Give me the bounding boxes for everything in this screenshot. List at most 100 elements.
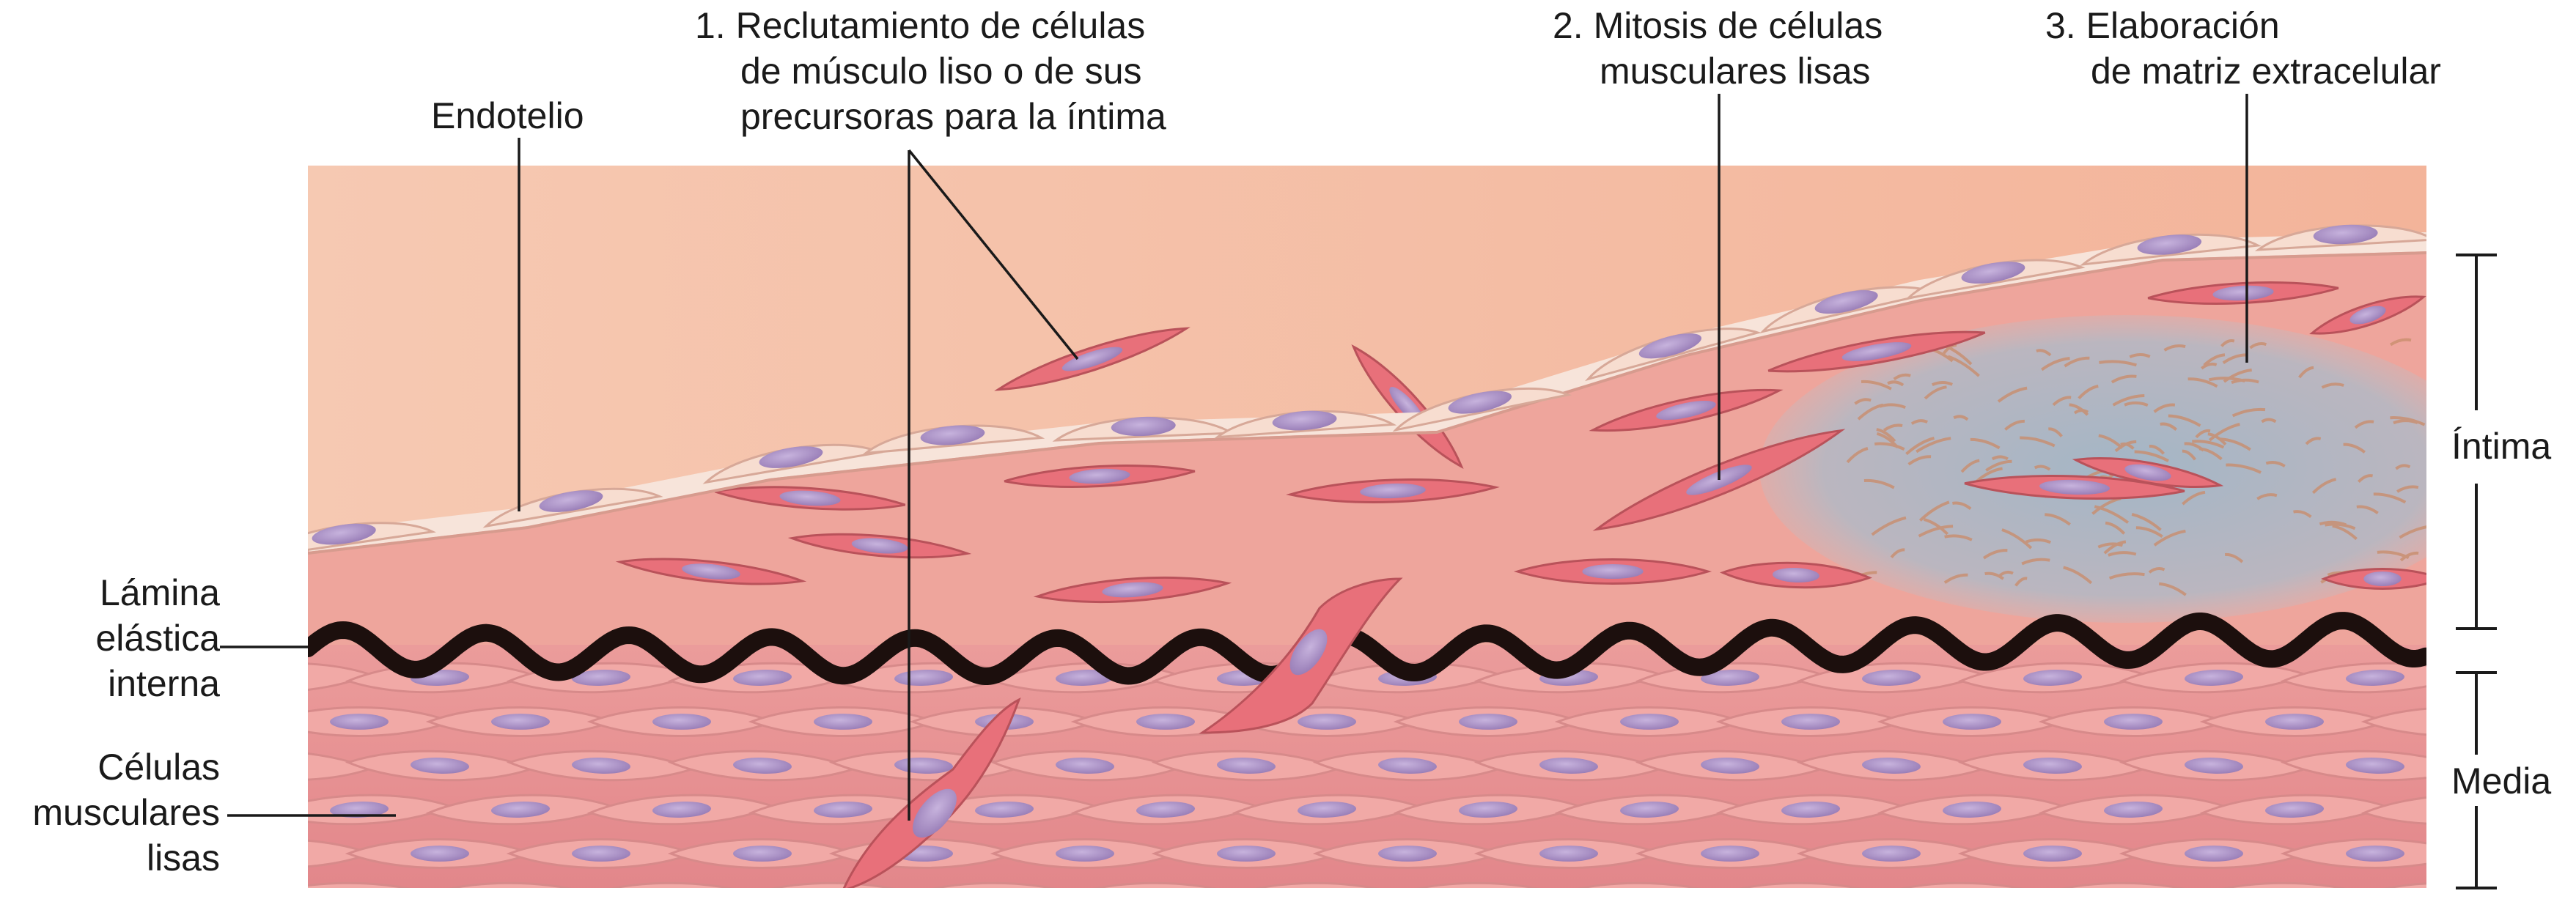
media-cell [1957, 750, 2148, 782]
matrix-fiber [1861, 380, 1892, 391]
smc-label-line3: lisas [146, 837, 220, 878]
intimal-cell [1767, 330, 1986, 373]
matrix-fiber [2203, 353, 2226, 366]
media-cell [506, 750, 696, 782]
matrix-fiber [2094, 505, 2130, 524]
smc-label-line2: musculares [32, 792, 220, 833]
lamina-label-line1: Lámina [100, 572, 220, 613]
media-cell [1796, 750, 1987, 782]
matrix-fiber [1918, 525, 1954, 538]
intimal-cell [1720, 561, 1872, 589]
media-cell [1070, 881, 1261, 888]
intima-label: Íntima [2451, 426, 2552, 467]
endothelial-cells [308, 224, 2426, 559]
smooth-muscle-cells-label: Células musculares lisas [0, 744, 220, 881]
endothelial-cell [2254, 224, 2426, 251]
matrix-fiber [1874, 442, 1905, 451]
media-cell [2360, 881, 2426, 888]
matrix-fiber [1960, 459, 1980, 473]
matrix-fiber [2223, 369, 2252, 383]
matrix-fiber [2231, 407, 2266, 418]
matrix-fiber [2064, 356, 2090, 368]
media-bracket [2456, 671, 2497, 889]
recruitment-label-line3: precursoras para la íntima [740, 96, 1166, 137]
matrix-fiber [2078, 385, 2099, 400]
endothelium-label: Endotelio [431, 95, 584, 136]
matrix-fiber [2069, 403, 2089, 416]
matrix-fiber [2182, 490, 2206, 506]
matrix-fiber [1910, 419, 1929, 426]
matrix-fiber [1923, 517, 1949, 536]
matrix-fiber [1982, 549, 2008, 560]
matrix-fiber [1952, 501, 1972, 511]
media-cell [2280, 750, 2426, 782]
matrix-fiber [1887, 380, 1905, 387]
intima-bracket [2456, 254, 2497, 630]
endothelial-cell [482, 487, 663, 528]
smc-label-line1: Células [97, 747, 220, 788]
matrix-fiber [2187, 377, 2218, 388]
matrix-fiber [2182, 449, 2197, 461]
matrix-fiber [1984, 571, 2004, 580]
matrix-fiber [1998, 570, 2014, 577]
intimal-cell [714, 486, 906, 511]
matrix-fiber [2298, 366, 2314, 379]
media-cell [1635, 838, 1825, 869]
matrix-fiber [1876, 432, 1899, 448]
matrix-fiber [2163, 344, 2186, 352]
media-cell [1232, 881, 1422, 888]
intimal-cell [2072, 456, 2224, 489]
migrating-cell [842, 697, 1021, 888]
intimal-cell [1286, 478, 1500, 503]
matrix-fiber [2357, 474, 2373, 484]
matrix-fiber [2034, 465, 2051, 471]
internal-elastic-lamina [308, 612, 2426, 685]
matrix-fiber [1890, 548, 1905, 559]
recruitment-label-line1: 1. Reclutamiento de células [695, 5, 1146, 46]
media-cell [2360, 707, 2426, 736]
matrix-fiber [1947, 355, 1980, 377]
matrix-fiber [2220, 339, 2235, 347]
matrix-fiber [2261, 418, 2277, 423]
matrix-fiber [1854, 398, 1872, 405]
matrix-fiber [2226, 463, 2262, 474]
matrix-fiber [2114, 440, 2137, 453]
matrix-fiber [1985, 459, 2012, 472]
matrix-fiber [1970, 437, 2001, 450]
matrix-label-line2: de matriz extracelular [2091, 51, 2441, 92]
endothelial-cell [308, 522, 436, 559]
matrix-fiber [2305, 437, 2322, 445]
matrix-fiber [2399, 525, 2426, 539]
matrix-fiber [2321, 382, 2344, 389]
matrix-label-line1: 3. Elaboración [2045, 5, 2280, 46]
media-cell [308, 706, 455, 737]
matrix-fiber [1931, 381, 1953, 387]
matrix-fiber [2343, 443, 2366, 454]
matrix-fiber [2208, 423, 2240, 442]
intimal-cell [1589, 388, 1784, 432]
media-cell [2199, 793, 2390, 826]
media-smooth-muscle-cells [308, 662, 2426, 888]
matrix-fiber [2153, 403, 2176, 413]
intimal-cell [1004, 465, 1196, 488]
matrix-label: 3. Elaboración de matriz extracelular [2045, 3, 2441, 94]
internal-elastic-lamina-label: Lámina elástica interna [44, 570, 220, 706]
media-cell [308, 881, 455, 888]
matrix-fiber [2001, 528, 2033, 550]
matrix-fiber [2389, 338, 2412, 347]
recruitment-label: 1. Reclutamiento de células de músculo l… [695, 3, 1166, 139]
matrix-fiber [2105, 521, 2126, 535]
matrix-fiber [1893, 373, 1911, 381]
recruitment-leader-a [908, 149, 1079, 360]
media-cell [1877, 881, 2067, 888]
matrix-fiber [2004, 419, 2025, 431]
matrix-fiber [2045, 513, 2071, 526]
media-cell [748, 881, 938, 888]
intimal-cell [2309, 295, 2426, 335]
intimal-cell [1513, 558, 1712, 585]
matrix-fiber [1876, 428, 1896, 443]
matrix-fiber [1846, 447, 1869, 464]
endothelial-cell [1585, 328, 1762, 382]
matrix-fiber [2014, 577, 2028, 587]
